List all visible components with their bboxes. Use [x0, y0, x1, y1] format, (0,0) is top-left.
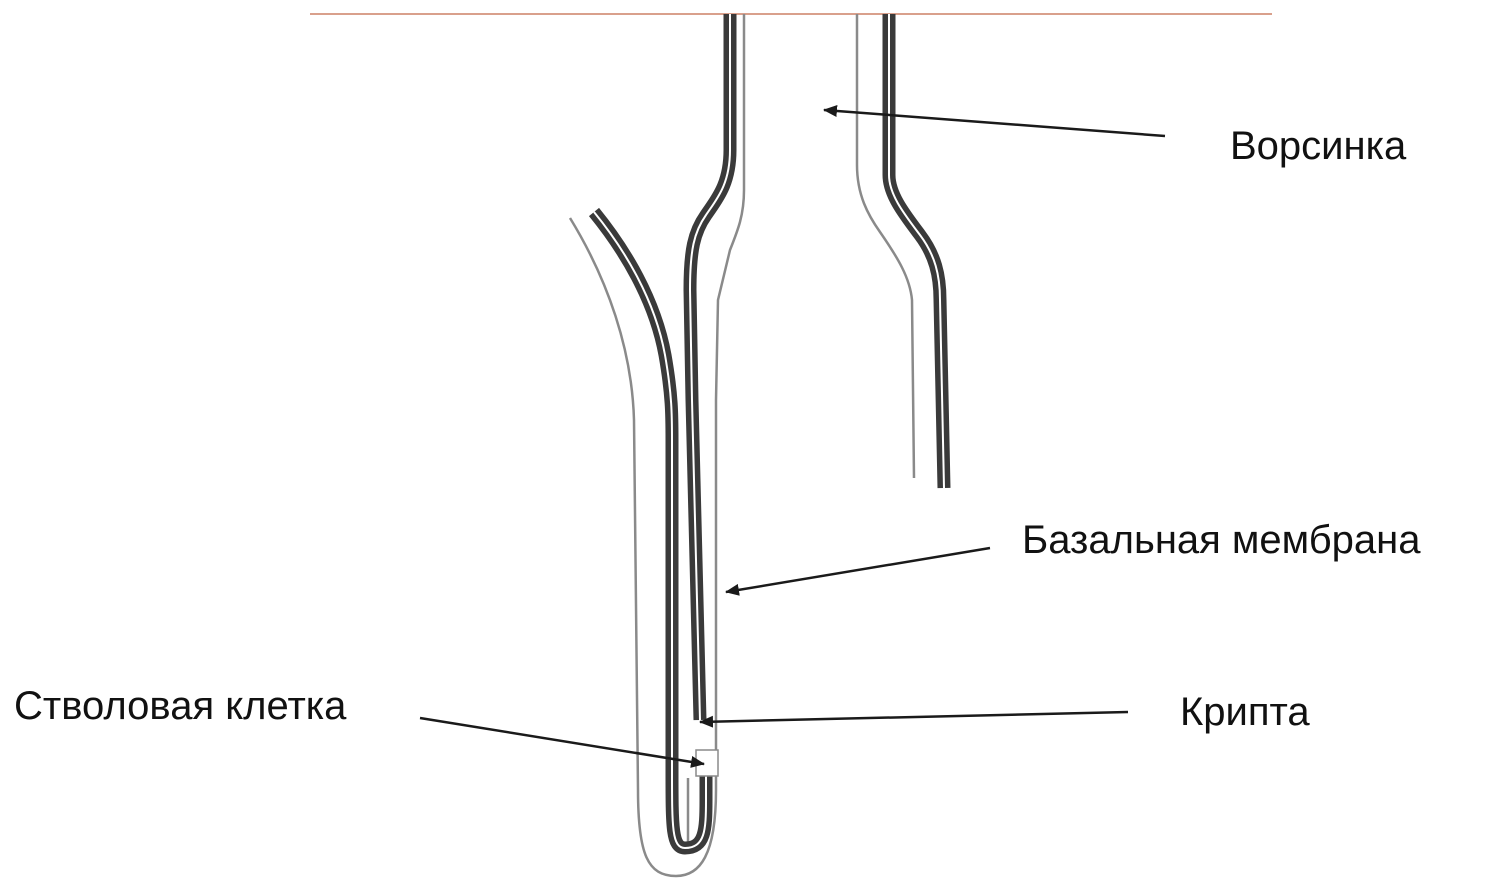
arrow-villus — [824, 110, 1165, 136]
basal-membrane-path — [594, 14, 944, 848]
arrow-stem-cell — [420, 718, 704, 764]
arrow-basal-membrane — [726, 548, 990, 592]
epithelium-outline — [570, 14, 914, 876]
label-basal-membrane: Базальная мембрана — [1022, 520, 1420, 560]
label-crypt: Крипта — [1180, 692, 1310, 732]
label-villus: Ворсинка — [1230, 126, 1406, 166]
label-stem-cell: Стволовая клетка — [14, 686, 346, 726]
pointer-arrows — [420, 110, 1165, 764]
arrow-crypt — [700, 712, 1128, 722]
